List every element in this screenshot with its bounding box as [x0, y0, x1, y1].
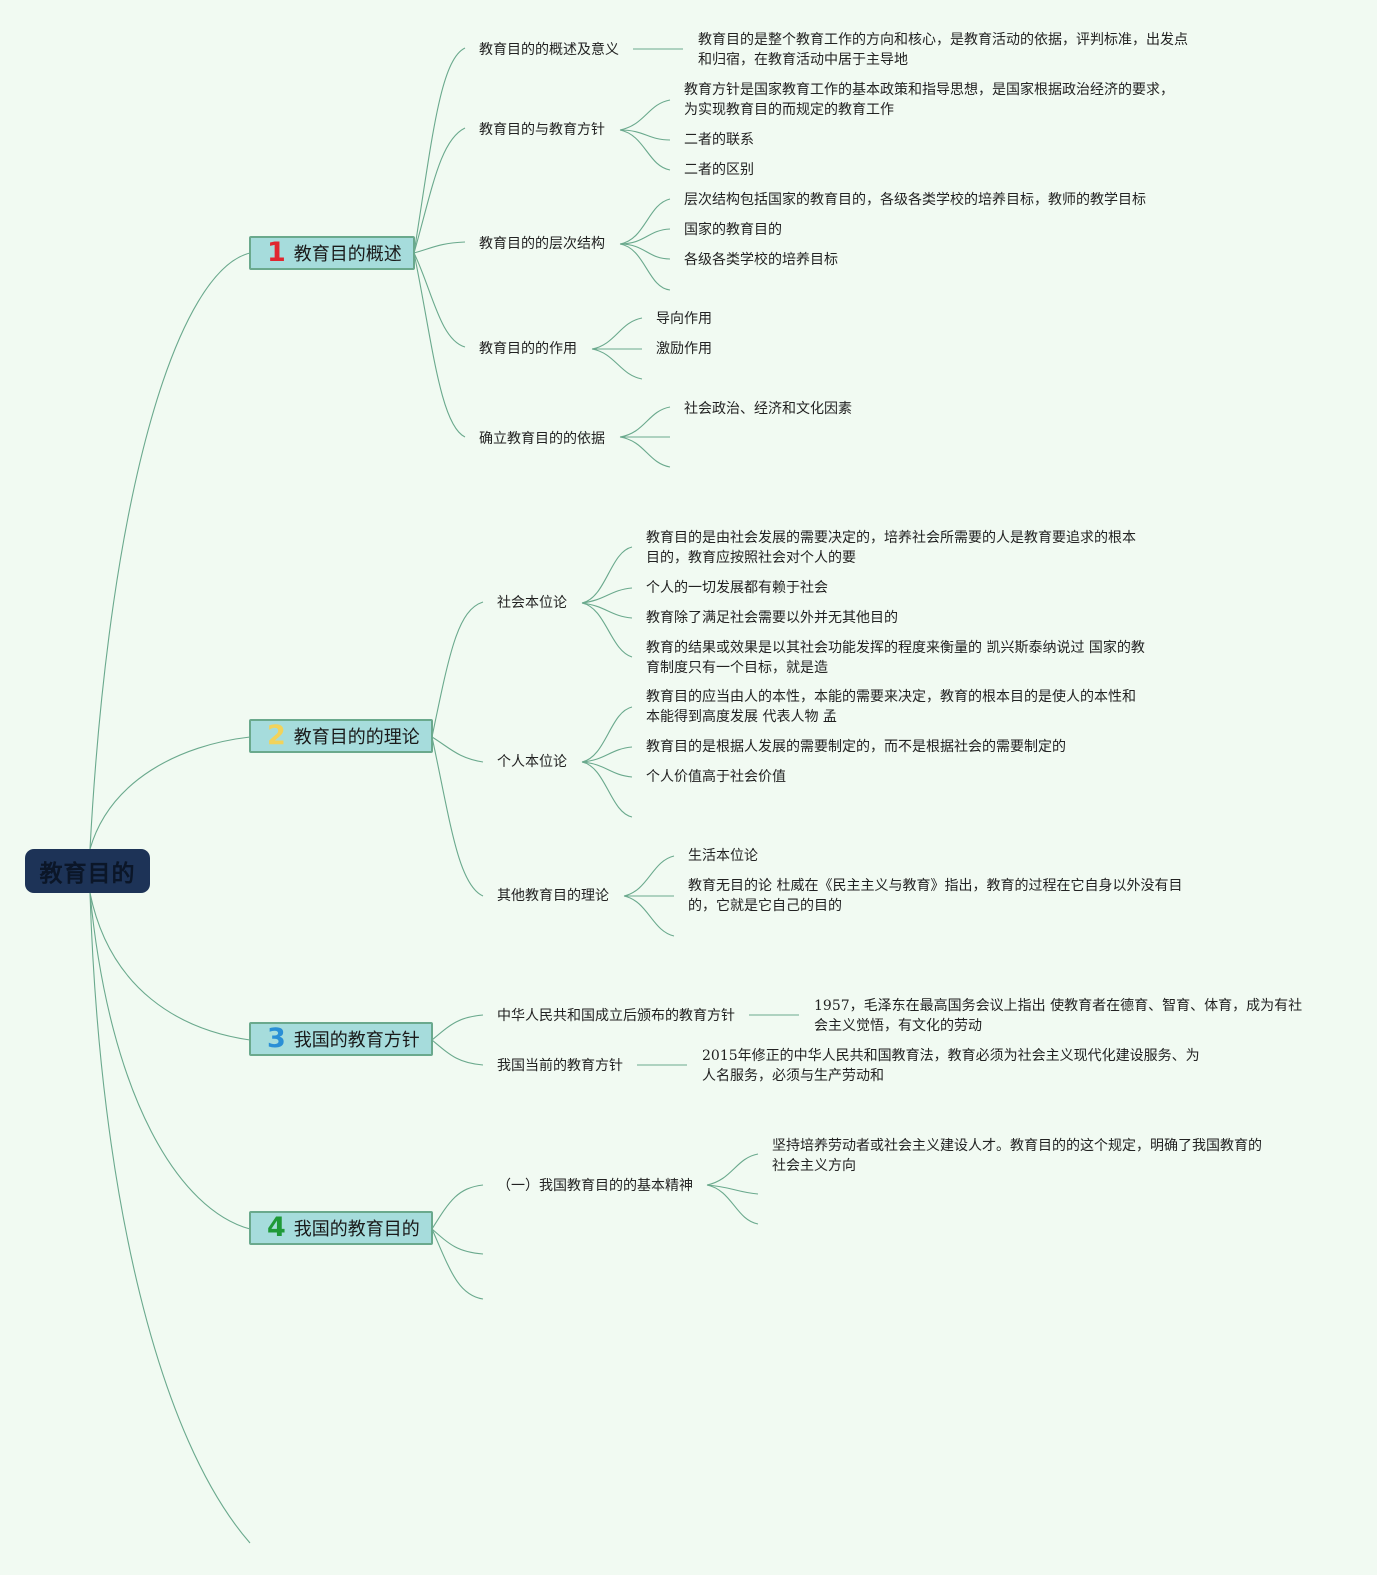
topic-node-1[interactable]: 1 教育目的概述 — [249, 236, 415, 270]
link-root-topic-4 — [89, 892, 251, 1230]
leaf-node[interactable]: 层次结构包括国家的教育目的，各级各类学校的培养目标，教师的教学目标 — [684, 192, 1146, 208]
link-topic1-sub5 — [413, 252, 466, 438]
topic-label: 我国的教育目的 — [293, 1219, 420, 1240]
link-t2s1-leaf2 — [581, 587, 633, 604]
link-topic2-sub1 — [431, 601, 484, 738]
link-topic1-sub3 — [413, 241, 466, 254]
link-t1s3-leaf2 — [619, 228, 671, 245]
leaf-node[interactable]: 教育方针是国家教育工作的基本政策和指导思想，是国家根据政治经济的要求，为实现教育… — [684, 82, 1174, 118]
link-t4s1-leaf1 — [706, 1153, 759, 1186]
link-t1s3-leaf1 — [619, 198, 671, 245]
subtopic-node[interactable]: 教育目的的层次结构 — [479, 236, 605, 252]
leaf-node[interactable]: 教育目的是整个教育工作的方向和核心，是教育活动的依据，评判标准，出发点和归宿，在… — [698, 32, 1188, 68]
leaf-node[interactable]: 导向作用 — [656, 311, 712, 327]
link-t1s3-leaf3 — [619, 243, 671, 291]
link-topic2-sub3 — [431, 736, 484, 897]
link-t2s3-leaf1 — [623, 855, 675, 897]
leaf-node[interactable]: 1957，毛泽东在最高国务会议上指出 使教育者在德育、智育、体育，成为有社会主义… — [814, 998, 1303, 1034]
topic-label: 我国的教育方针 — [293, 1030, 420, 1051]
root-node[interactable]: 教育目的 — [25, 849, 150, 893]
link-topic4-sub1 — [431, 1184, 484, 1230]
subtopic-node[interactable]: 社会本位论 — [497, 595, 567, 611]
link-t1s2-leaf2 — [619, 129, 671, 141]
link-t2s3-leaf3 — [623, 895, 675, 937]
leaf-node[interactable]: 国家的教育目的 — [684, 222, 782, 238]
subtopic-node[interactable]: 中华人民共和国成立后颁布的教育方针 — [497, 1008, 735, 1024]
leaf-node[interactable]: 个人的一切发展都有赖于社会 — [646, 580, 828, 596]
subtopic-node[interactable]: （一）我国教育目的的基本精神 — [497, 1178, 693, 1194]
topic-node-3[interactable]: 3 我国的教育方针 — [249, 1022, 433, 1056]
link-root-topic-3 — [89, 892, 251, 1041]
link-topic4-sub2 — [431, 1228, 484, 1255]
leaf-node[interactable]: 教育无目的论 杜威在《民主主义与教育》指出，教育的过程在它自身以外没有目的，它就… — [688, 878, 1183, 914]
leaf-node[interactable]: 激励作用 — [656, 341, 712, 357]
link-t1s2-leaf1 — [619, 99, 671, 131]
topic-node-4[interactable]: 4 我国的教育目的 — [249, 1211, 433, 1245]
link-t2s2-leaf2 — [581, 746, 633, 763]
link-topic1-sub2 — [413, 127, 466, 254]
link-topic3-sub1 — [431, 1014, 484, 1041]
topic-label: 教育目的的理论 — [293, 727, 420, 748]
link-topic3-sub2 — [431, 1039, 484, 1066]
leaf-node[interactable]: 生活本位论 — [688, 848, 758, 864]
leaf-node[interactable]: 二者的联系 — [684, 132, 754, 148]
link-t1s4-leaf3 — [591, 348, 643, 380]
link-t2s1-leaf3 — [581, 602, 633, 619]
root-label: 教育目的 — [39, 861, 136, 887]
leaf-node[interactable]: 各级各类学校的培养目标 — [684, 252, 838, 268]
link-t2s2-leaf3 — [581, 761, 633, 778]
subtopic-node[interactable]: 个人本位论 — [497, 754, 567, 770]
leaf-node[interactable]: 二者的区别 — [684, 162, 754, 178]
subtopic-node[interactable]: 其他教育目的理论 — [497, 888, 609, 904]
topic-number: 2 — [267, 720, 286, 751]
link-t1s4-leaf1 — [591, 317, 643, 350]
topic-number: 4 — [267, 1212, 286, 1243]
link-t2s2-leaf1 — [581, 706, 633, 763]
subtopic-node[interactable]: 教育目的的概述及意义 — [479, 42, 619, 58]
link-root-topic-1 — [89, 252, 251, 850]
leaf-node[interactable]: 个人价值高于社会价值 — [646, 769, 786, 785]
topic-label: 教育目的概述 — [293, 244, 402, 265]
link-t4s1-leaf3 — [706, 1184, 759, 1225]
leaf-node[interactable]: 社会政治、经济和文化因素 — [684, 401, 852, 417]
link-t2s2-leaf4 — [581, 761, 633, 818]
leaf-node[interactable]: 教育目的是根据人发展的需要制定的，而不是根据社会的需要制定的 — [646, 739, 1066, 755]
subtopic-node[interactable]: 教育目的与教育方针 — [479, 122, 605, 138]
leaf-node[interactable]: 教育目的应当由人的本性，本能的需要来决定，教育的根本目的是使人的本性和本能得到高… — [646, 689, 1136, 725]
link-t1s2-leaf3 — [619, 129, 671, 171]
topic-number: 1 — [267, 237, 286, 268]
link-topic1-sub4 — [413, 252, 466, 348]
leaf-node[interactable]: 教育除了满足社会需要以外并无其他目的 — [646, 610, 898, 626]
leaf-node[interactable]: 坚持培养劳动者或社会主义建设人才。教育目的的这个规定，明确了我国教育的社会主义方… — [772, 1138, 1262, 1174]
topic-node-2[interactable]: 2 教育目的的理论 — [249, 719, 433, 753]
link-t1s3-leaf4 — [619, 243, 671, 260]
link-topic4-sub3 — [431, 1228, 484, 1300]
link-t2s1-leaf4 — [581, 602, 633, 658]
leaf-node[interactable]: 教育目的是由社会发展的需要决定的，培养社会所需要的人是教育要追求的根本目的，教育… — [646, 530, 1136, 566]
subtopic-node[interactable]: 我国当前的教育方针 — [497, 1058, 623, 1074]
link-t1s5-leaf3 — [619, 436, 671, 468]
link-topic1-sub1 — [413, 47, 466, 254]
link-t4s1-leaf2 — [706, 1184, 759, 1195]
leaf-node[interactable]: 教育的结果或效果是以其社会功能发挥的程度来衡量的 凯兴斯泰纳说过 国家的教育制度… — [646, 640, 1145, 676]
link-root-topic-2 — [89, 736, 251, 850]
link-t2s1-leaf1 — [581, 546, 633, 604]
leaf-node[interactable]: 2015年修正的中华人民共和国教育法，教育必须为社会主义现代化建设服务、为人名服… — [702, 1048, 1200, 1084]
topic-number: 3 — [267, 1023, 286, 1054]
link-t1s5-leaf1 — [619, 406, 671, 438]
subtopic-node[interactable]: 确立教育目的的依据 — [479, 431, 605, 447]
link-root-extra — [89, 892, 251, 1544]
link-topic2-sub2 — [431, 736, 484, 763]
subtopic-node[interactable]: 教育目的的作用 — [479, 341, 577, 357]
